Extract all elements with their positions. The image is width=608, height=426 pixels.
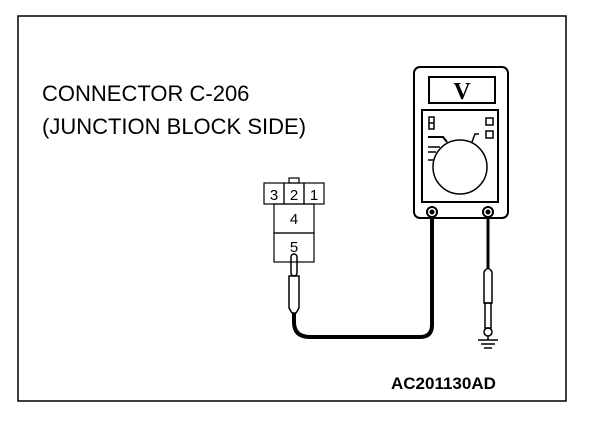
frame: [17, 15, 567, 402]
pin-1: 1: [310, 187, 318, 204]
pin-2: 2: [290, 187, 298, 204]
pin-5: 5: [290, 239, 298, 256]
figure-id: AC201130AD: [391, 374, 496, 393]
positive-test-lead: [288, 217, 434, 339]
meter-mode-display: V: [453, 79, 471, 105]
connector-subtitle: (JUNCTION BLOCK SIDE): [42, 114, 306, 139]
pin-3: 3: [270, 187, 278, 204]
ground-icon: [478, 336, 498, 349]
voltmeter: [413, 66, 509, 219]
connector: [263, 177, 325, 263]
ground-test-lead: [483, 217, 493, 337]
pin-4: 4: [290, 211, 298, 228]
connector-title: CONNECTOR C-206: [42, 81, 249, 106]
